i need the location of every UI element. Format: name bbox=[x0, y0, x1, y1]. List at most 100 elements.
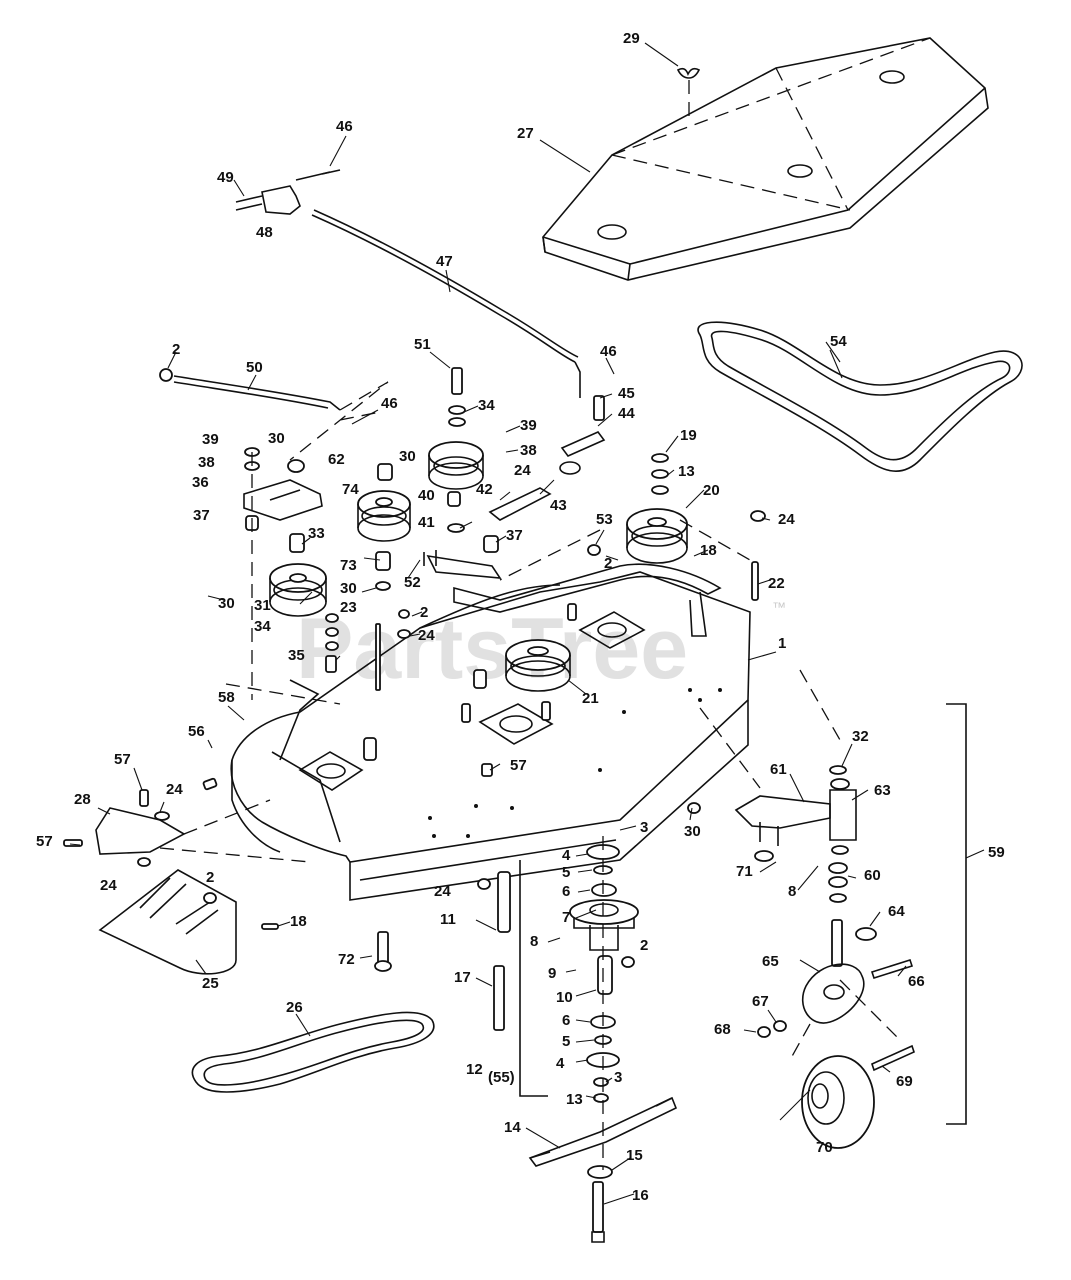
callout-64: 64 bbox=[888, 903, 905, 920]
callout-42: 42 bbox=[476, 481, 493, 498]
callout-41: 41 bbox=[418, 514, 435, 531]
callout-13: 13 bbox=[566, 1091, 583, 1108]
callout-24: 24 bbox=[418, 627, 435, 644]
callout-61: 61 bbox=[770, 761, 787, 778]
belt-cover-part bbox=[542, 37, 989, 281]
callout-3: 3 bbox=[640, 819, 648, 836]
callout-63: 63 bbox=[874, 782, 891, 799]
callout-20: 20 bbox=[703, 482, 720, 499]
pulley-74-part bbox=[357, 463, 411, 591]
callout-16: 16 bbox=[632, 1187, 649, 1204]
bolts-part bbox=[374, 860, 548, 1097]
callout-68: 68 bbox=[714, 1021, 731, 1038]
callout-10: 10 bbox=[556, 989, 573, 1006]
callout-38: 38 bbox=[520, 442, 537, 459]
callout-44: 44 bbox=[618, 405, 635, 422]
callout-65: 65 bbox=[762, 953, 779, 970]
mower-deck-part bbox=[230, 519, 761, 901]
watermark-trademark: ™ bbox=[772, 599, 786, 615]
callout-40: 40 bbox=[418, 487, 435, 504]
callout-9: 9 bbox=[548, 965, 556, 982]
leader-lines bbox=[69, 42, 985, 1205]
callout-43: 43 bbox=[550, 497, 567, 514]
callout-60: 60 bbox=[864, 867, 881, 884]
callout-3: 3 bbox=[614, 1069, 622, 1086]
callout-15: 15 bbox=[626, 1147, 643, 1164]
callout-67: 67 bbox=[752, 993, 769, 1010]
callout-57: 57 bbox=[114, 751, 131, 768]
callout-25: 25 bbox=[202, 975, 219, 992]
callout-4: 4 bbox=[562, 847, 571, 864]
idler-arm-part bbox=[423, 395, 606, 579]
callout-24: 24 bbox=[514, 462, 531, 479]
callout-49: 49 bbox=[217, 169, 234, 186]
callout-36: 36 bbox=[192, 474, 209, 491]
callout-47: 47 bbox=[436, 253, 453, 270]
callout-58: 58 bbox=[218, 689, 235, 706]
callout-29: 29 bbox=[623, 30, 640, 47]
callout-34: 34 bbox=[478, 397, 495, 414]
callout-19: 19 bbox=[680, 427, 697, 444]
callout-2: 2 bbox=[640, 937, 648, 954]
callout-52: 52 bbox=[404, 574, 421, 591]
callout-24: 24 bbox=[778, 511, 795, 528]
callout-51: 51 bbox=[414, 336, 431, 353]
callout-22: 22 bbox=[768, 575, 785, 592]
callout-56: 56 bbox=[188, 723, 205, 740]
callout-28: 28 bbox=[74, 791, 91, 808]
callout-24: 24 bbox=[100, 877, 117, 894]
bracket-36-part bbox=[225, 447, 341, 705]
callout-4: 4 bbox=[556, 1055, 565, 1072]
callout-27: 27 bbox=[517, 125, 534, 142]
discharge-guard-part bbox=[98, 869, 237, 975]
callout-70: 70 bbox=[816, 1139, 833, 1156]
callout-32: 32 bbox=[852, 728, 869, 745]
callout-59: 59 bbox=[988, 844, 1005, 861]
callout-55: (55) bbox=[488, 1069, 515, 1086]
hardware-part bbox=[63, 510, 774, 968]
callout-33: 33 bbox=[308, 525, 325, 542]
callout-30: 30 bbox=[684, 823, 701, 840]
callout-31: 31 bbox=[254, 597, 271, 614]
callout-12: 12 bbox=[466, 1061, 483, 1078]
callout-5: 5 bbox=[562, 864, 570, 881]
callout-30: 30 bbox=[340, 580, 357, 597]
callout-53: 53 bbox=[596, 511, 613, 528]
callout-8: 8 bbox=[530, 933, 538, 950]
callout-2: 2 bbox=[604, 555, 612, 572]
callout-14: 14 bbox=[504, 1119, 521, 1136]
caster-assembly-part bbox=[734, 669, 967, 1149]
callout-2: 2 bbox=[172, 341, 180, 358]
callout-46: 46 bbox=[600, 343, 617, 360]
callout-73: 73 bbox=[340, 557, 357, 574]
callout-24: 24 bbox=[166, 781, 183, 798]
callout-1: 1 bbox=[778, 635, 786, 652]
callout-2: 2 bbox=[206, 869, 214, 886]
callout-62: 62 bbox=[328, 451, 345, 468]
callout-39: 39 bbox=[520, 417, 537, 434]
pulley-upper-part bbox=[428, 367, 484, 490]
callout-2: 2 bbox=[420, 604, 428, 621]
callout-30: 30 bbox=[399, 448, 416, 465]
callout-48: 48 bbox=[256, 224, 273, 241]
callout-11: 11 bbox=[440, 911, 456, 928]
callout-72: 72 bbox=[338, 951, 355, 968]
callout-18: 18 bbox=[700, 542, 717, 559]
callout-74: 74 bbox=[342, 481, 359, 498]
callout-38: 38 bbox=[198, 454, 215, 471]
callout-26: 26 bbox=[286, 999, 303, 1016]
callout-57: 57 bbox=[510, 757, 527, 774]
callout-8: 8 bbox=[788, 883, 796, 900]
callout-5: 5 bbox=[562, 1033, 570, 1050]
control-rod-part bbox=[159, 368, 389, 461]
discharge-bracket-part bbox=[95, 789, 311, 867]
callout-30: 30 bbox=[268, 430, 285, 447]
callout-66: 66 bbox=[908, 973, 925, 990]
callout-69: 69 bbox=[896, 1073, 913, 1090]
callout-54: 54 bbox=[830, 333, 847, 350]
callout-35: 35 bbox=[288, 647, 305, 664]
pulley-20-part bbox=[626, 453, 688, 564]
spindle-assembly-part bbox=[528, 836, 678, 1243]
callout-21: 21 bbox=[582, 690, 599, 707]
callout-37: 37 bbox=[506, 527, 523, 544]
